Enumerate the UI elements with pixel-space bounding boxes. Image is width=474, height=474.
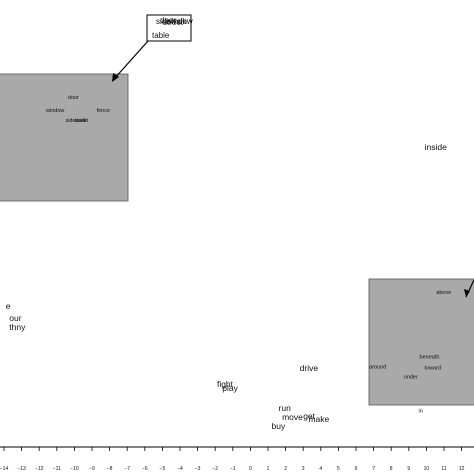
- x-tick-label: −11: [53, 466, 61, 472]
- inset-word-label: beneath: [420, 354, 440, 360]
- x-tick-label: −6: [142, 466, 148, 472]
- word-point-label: move: [282, 412, 303, 422]
- word-point-label: inside: [425, 142, 447, 152]
- word-point-label: make: [308, 414, 329, 424]
- x-tick-label: −12: [35, 466, 44, 472]
- x-tick-label: −14: [0, 466, 8, 472]
- inset-word-label: door: [68, 95, 79, 101]
- x-tick-label: −1: [230, 466, 236, 472]
- word-point-label: drive: [300, 363, 319, 373]
- x-tick-label: −4: [177, 466, 183, 472]
- x-tick-label: 9: [407, 466, 410, 472]
- x-tick-label: 7: [372, 466, 375, 472]
- x-tick-label: 6: [355, 466, 358, 472]
- callout-label: table: [152, 31, 170, 40]
- callout-overlap-label: door: [160, 16, 176, 25]
- inset-box: [368, 278, 474, 406]
- word-point-label: e: [6, 301, 11, 311]
- word-point-label: thny: [9, 322, 26, 332]
- x-tick-label: −7: [124, 466, 130, 472]
- x-tick-label: −10: [70, 466, 79, 472]
- callout-overlap-label: sidewalk: [156, 17, 188, 26]
- x-tick-label: 5: [337, 466, 340, 472]
- x-tick-label: 2: [284, 466, 287, 472]
- x-tick-label: −8: [107, 466, 113, 472]
- word-point-label: our: [9, 313, 21, 323]
- x-tick-label: −3: [195, 466, 201, 472]
- x-tick-label: 11: [441, 466, 446, 472]
- inset-right-arrowhead: [464, 289, 470, 297]
- inset-word-label: street: [74, 118, 88, 124]
- x-tick-label: 8: [390, 466, 393, 472]
- callout-arrow: [113, 40, 149, 80]
- inset-word-label: around: [369, 364, 386, 370]
- callout-overlap-label: window: [165, 17, 193, 26]
- word-point-label: buy: [272, 421, 286, 431]
- inset-word-label: toward: [425, 366, 442, 372]
- word-point-label: run: [279, 403, 292, 413]
- inset-word-label: fence: [97, 108, 110, 114]
- word-point-label: fight: [217, 379, 234, 389]
- x-tick-label: 10: [424, 466, 430, 472]
- inset-word-label: above: [436, 290, 451, 296]
- inset-word-label: under: [404, 374, 418, 380]
- inset-word-label: window: [45, 108, 64, 114]
- x-tick-label: −2: [212, 466, 218, 472]
- x-tick-label: 12: [459, 466, 465, 472]
- x-tick-label: 0: [249, 466, 252, 472]
- x-tick-label: 1: [267, 466, 270, 472]
- x-tick-label: 3: [302, 466, 305, 472]
- inset-word-label: in: [419, 408, 423, 414]
- callout-overlap-label: street: [163, 18, 184, 27]
- x-tick-label: −5: [160, 466, 166, 472]
- x-tick-label: 4: [319, 466, 322, 472]
- inset-right: above beneath toward around under in: [368, 278, 474, 414]
- x-tick-label: −13: [17, 466, 26, 472]
- inset-box: [0, 73, 129, 202]
- word-point-label: play: [222, 383, 238, 393]
- callout-arrowhead: [112, 73, 119, 82]
- inset-word-label: sidewalk: [65, 118, 86, 124]
- word-point-label: get: [303, 411, 315, 421]
- callout-rect: [146, 14, 192, 42]
- x-tick-label: −9: [89, 466, 95, 472]
